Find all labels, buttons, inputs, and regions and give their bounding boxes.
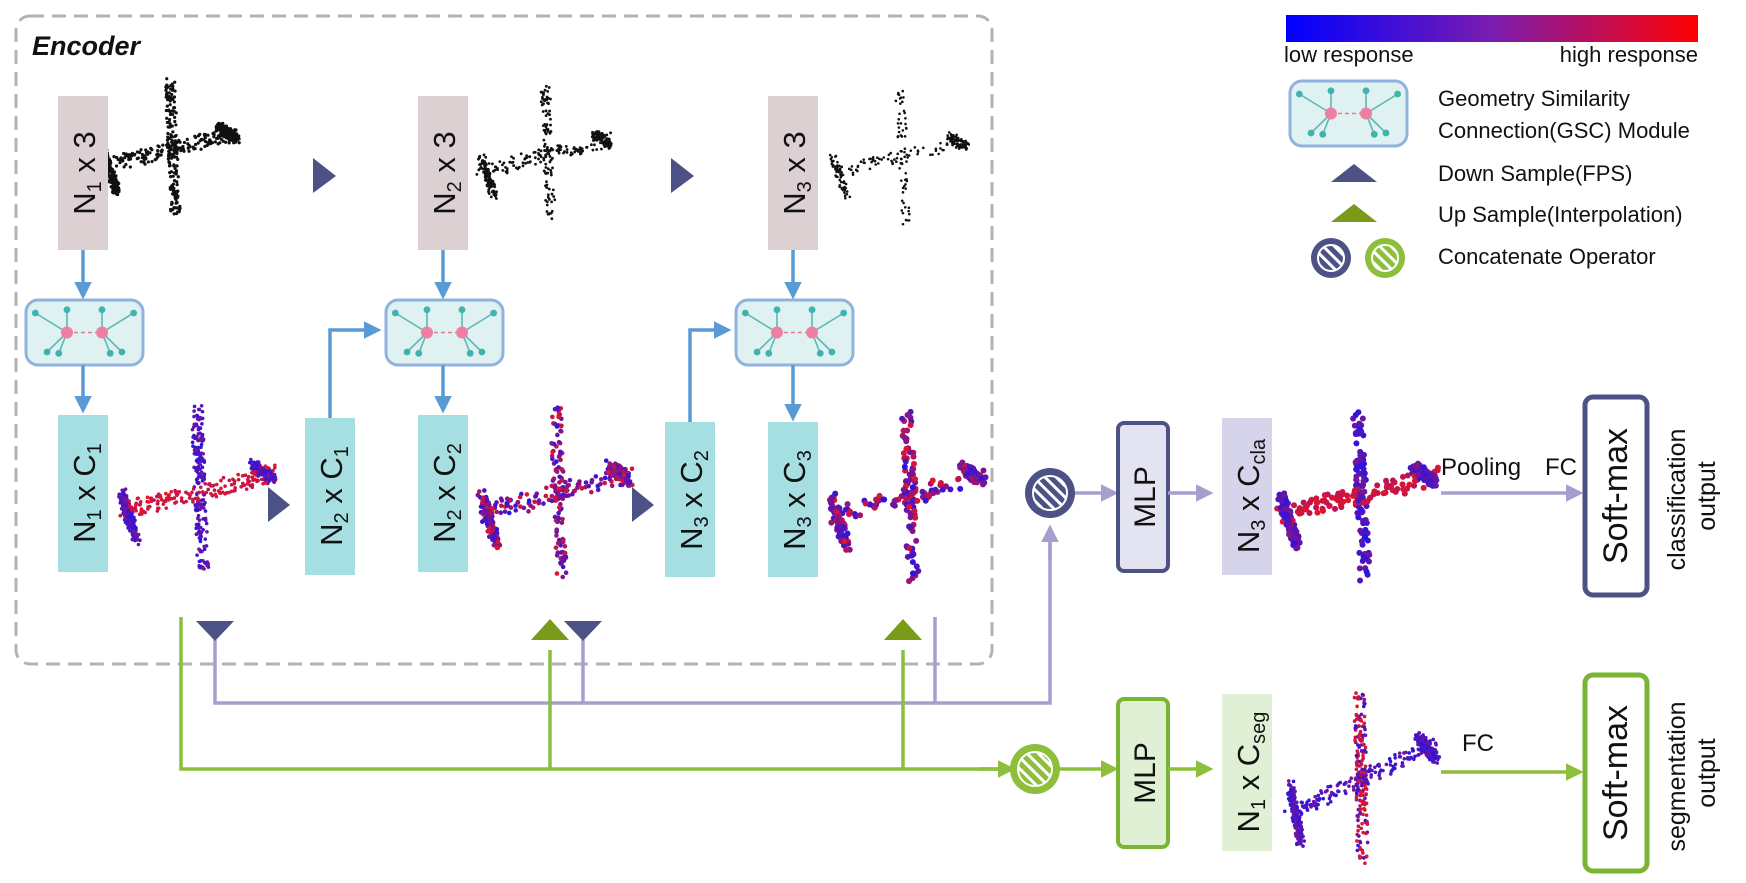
svg-text:N2 x C1: N2 x C1 — [314, 446, 353, 546]
down-sample-triangle-bottom-1 — [196, 621, 234, 641]
mlp-box-classification: MLP — [1116, 421, 1170, 573]
colorbar-low-label: low response — [1284, 42, 1414, 67]
classification-output-label: classification output — [1663, 422, 1721, 571]
legend-concatenate-label: Concatenate Operator — [1438, 244, 1656, 269]
legend-down-sample-label: Down Sample(FPS) — [1438, 161, 1632, 186]
input-box-stage1: N1 x 3 — [58, 96, 108, 250]
input-point-cloud-n1 — [96, 77, 241, 216]
fc-label-classification: FC — [1545, 454, 1577, 481]
legend-concat-purple-icon — [1311, 238, 1351, 278]
gsc-module-stage1 — [24, 298, 145, 367]
legend-gsc-icon — [1288, 79, 1409, 148]
svg-text:N2 x 3: N2 x 3 — [427, 131, 466, 214]
legend-up-sample-icon — [1331, 204, 1377, 222]
segmentation-point-cloud — [1282, 691, 1442, 866]
svg-text:MLP: MLP — [1129, 466, 1162, 528]
svg-text:Soft-max: Soft-max — [1597, 428, 1635, 564]
pooling-label: Pooling — [1441, 454, 1521, 481]
down-sample-triangle-1 — [313, 158, 336, 193]
input-box-stage2: N2 x 3 — [418, 96, 468, 250]
svg-text:N3 x C3: N3 x C3 — [777, 450, 816, 550]
legend-concat-green-icon — [1365, 238, 1405, 278]
response-colorbar — [1286, 15, 1698, 42]
feature-box-classification: N3 x Ccla — [1222, 418, 1272, 575]
response-point-cloud-stage2 — [475, 405, 635, 580]
up-sample-triangle-bottom-2 — [884, 619, 922, 640]
classification-routing-lines — [213, 528, 1052, 705]
input-point-cloud-n3 — [828, 89, 971, 226]
down-sample-triangle-4 — [632, 487, 654, 522]
down-sample-triangle-2 — [671, 158, 694, 193]
gsc-module-stage3 — [734, 298, 855, 367]
softmax-box-classification: Soft-max — [1582, 394, 1650, 598]
svg-text:Soft-max: Soft-max — [1597, 705, 1635, 841]
feature-box-stage1: N1 x C1 — [58, 415, 108, 572]
segmentation-routing-lines — [179, 617, 1010, 771]
input-box-stage3: N3 x 3 — [768, 96, 818, 250]
softmax-box-segmentation: Soft-max — [1582, 672, 1650, 874]
fc-label-segmentation: FC — [1462, 730, 1494, 757]
feature-box-stage2: N2 x C2 — [418, 415, 468, 572]
svg-text:N3 x Ccla: N3 x Ccla — [1231, 438, 1270, 553]
response-point-cloud-stage1 — [117, 404, 278, 571]
classification-point-cloud — [1274, 409, 1441, 584]
svg-text:N1 x Cseg: N1 x Cseg — [1231, 712, 1270, 833]
feature-box-stage3: N3 x C3 — [768, 422, 818, 577]
concatenate-operator-segmentation — [1010, 744, 1060, 794]
encoder-frame — [14, 14, 994, 666]
svg-text:MLP: MLP — [1129, 742, 1162, 804]
svg-text:N1 x 3: N1 x 3 — [67, 131, 106, 214]
up-sample-triangle-bottom-1 — [531, 619, 569, 640]
skip-feature-box-stage3: N3 x C2 — [665, 422, 715, 577]
segmentation-output-label: segmentation output — [1663, 694, 1721, 851]
skip-feature-box-stage2: N2 x C1 — [305, 418, 355, 575]
legend-up-sample-label: Up Sample(Interpolation) — [1438, 202, 1683, 227]
svg-text:N1 x C1: N1 x C1 — [67, 443, 106, 543]
concatenate-operator-classification — [1025, 468, 1075, 518]
legend-down-sample-icon — [1331, 164, 1377, 182]
input-point-cloud-n2 — [475, 84, 613, 221]
encoder-title: Encoder — [32, 31, 142, 61]
feature-box-segmentation: N1 x Cseg — [1222, 694, 1272, 851]
arrow-skip-to-gsc-2 — [328, 321, 382, 418]
arrow-skip-to-gsc-3 — [688, 321, 732, 422]
response-point-cloud-stage3 — [826, 408, 989, 585]
mlp-box-segmentation: MLP — [1116, 697, 1170, 849]
legend-gsc-label: Geometry Similarity Connection(GSC) Modu… — [1438, 86, 1690, 143]
down-sample-triangle-3 — [268, 487, 290, 522]
svg-text:N2 x C2: N2 x C2 — [427, 443, 466, 543]
down-sample-triangle-bottom-2 — [564, 621, 602, 641]
svg-text:N3 x C2: N3 x C2 — [674, 450, 713, 550]
gsc-module-stage2 — [384, 298, 505, 367]
colorbar-high-label: high response — [1560, 42, 1698, 67]
svg-text:N3 x 3: N3 x 3 — [777, 131, 816, 214]
